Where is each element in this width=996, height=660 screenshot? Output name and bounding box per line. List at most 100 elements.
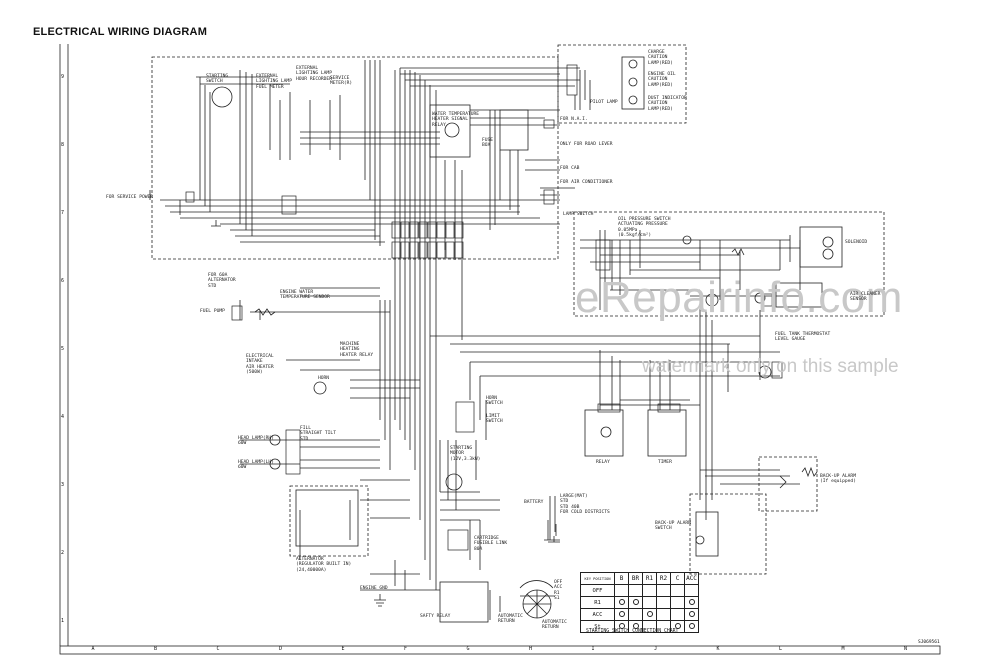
label-timer: TIMER [658, 460, 672, 465]
chart-cell [656, 596, 671, 609]
grid-row-label: 5 [60, 346, 64, 352]
chart-header: BR [628, 572, 643, 585]
grid-row-label: 3 [60, 482, 64, 488]
label-solenoid: SOLENOID [845, 240, 868, 245]
chart-cell [684, 608, 699, 621]
chart-cell [656, 608, 671, 621]
chart-cell [628, 608, 643, 621]
chart-corner: KEY POSITION [580, 572, 615, 585]
label-water-sensor: ENGINE WATER TEMPERATURE SENDOR [280, 290, 330, 301]
chart-header: R1 [642, 572, 657, 585]
label-for-ac: FOR AIR CONDITIONER [560, 180, 613, 185]
grid-row-label: 2 [60, 550, 64, 556]
label-road-lever: ONLY FOR ROAD LEVER [560, 142, 613, 147]
chart-cell [670, 596, 685, 609]
chart-cell [670, 584, 685, 597]
label-safety-relay: SAFTY RELAY [420, 614, 451, 619]
label-relay: RELAY [596, 460, 610, 465]
grid-column-label: A [91, 646, 95, 652]
label-fuel-pump: FUEL PUMP [200, 309, 225, 314]
grid-column-label: H [528, 646, 532, 652]
label-backup-switch: BACK-UP ALARM SWITCH [655, 521, 691, 532]
chart-cell [670, 608, 685, 621]
connection-dot-icon [688, 622, 695, 629]
chart-row: OFF [580, 584, 699, 597]
label-pilot-lamp: PILOT LAMP [590, 100, 618, 105]
chart-row-position: R1 [580, 596, 615, 609]
connection-dot-icon [632, 598, 639, 605]
chart-cell [628, 584, 643, 597]
connection-dot-icon [618, 598, 625, 605]
label-switch-positions: OFF ACC R1 S1 [554, 580, 563, 602]
connection-dot-icon [618, 610, 625, 617]
chart-header: B [614, 572, 629, 585]
label-fuel-thermostat: FUEL TANK THERMOSTAT LEVEL GAUGE [775, 332, 831, 343]
label-service-meter: SERVICE METER(R) [330, 76, 353, 87]
chart-row: R1 [580, 596, 699, 609]
label-head-lamp-rh: HEAD LAMP(RH) 60W [238, 436, 274, 447]
chart-header: C [670, 572, 685, 585]
label-fusible-link: CARTRIDGE FUSIBLE LINK 80A [474, 536, 508, 552]
label-for-cab: FOR CAB [560, 166, 580, 171]
grid-column-label: N [903, 646, 907, 652]
label-heater-relay: MACHINE HEATING HEATER RELAY [340, 342, 374, 358]
label-air-heater: ELECTRICAL INTAKE AIR HEATER (500W) [246, 354, 274, 376]
label-backup-alarm: BACK-UP ALARM (If equipped) [820, 474, 856, 485]
label-hour-recorder: EXTERNAL LIGHTING LAMP HOUR RECORDER [296, 66, 332, 82]
grid-column-label: I [591, 646, 595, 652]
connection-dot-icon [646, 610, 653, 617]
chart-row: ACC [580, 608, 699, 621]
watermark-note: watermark only on this sample [642, 356, 899, 377]
grid-column-label: E [341, 646, 345, 652]
grid-row-label: 7 [60, 210, 64, 216]
label-water-temp-relay: WATER TEMPERATURE HEATER SIGNAL RELAY [432, 112, 480, 128]
label-dust-indicator-lamp: DUST INDICATOR CAUTION LAMP(RED) [648, 96, 687, 112]
label-fuse-box: FUSE BOX [482, 138, 494, 149]
grid-row-label: 9 [60, 74, 64, 80]
chart-cell [614, 596, 629, 609]
chart-header: R2 [656, 572, 671, 585]
connection-dot-icon [688, 598, 695, 605]
grid-row-label: 8 [60, 142, 64, 148]
chart-cell [684, 584, 699, 597]
chart-row-position: ACC [580, 608, 615, 621]
label-tilt: FILL STRAIGHT TILT STD [300, 426, 336, 442]
chart-cell [684, 596, 699, 609]
grid-column-label: L [778, 646, 782, 652]
grid-column-label: K [716, 646, 720, 652]
diagram-title: ELECTRICAL WIRING DIAGRAM [33, 26, 208, 38]
label-battery-size: LARGE(MAT) STD STD 40B FOR COLD DISTRICT… [560, 494, 610, 516]
label-automatic-return-2: AUTOMATIC RETURN [542, 620, 567, 631]
grid-column-label: B [153, 646, 157, 652]
label-air-cleaner-sensor: AIR CLEANER SENSOR [850, 292, 881, 303]
label-head-lamp-lh: HEAD LAMP(LH) 60W [238, 460, 274, 471]
connection-dot-icon [688, 610, 695, 617]
label-horn-switch: HORN SWITCH [486, 396, 503, 407]
label-engine-gnd: ENGINE GND [360, 586, 388, 591]
connection-dot-icon [618, 622, 625, 629]
chart-header: ACC [684, 572, 699, 585]
label-starting-motor: STARTING MOTOR (12V,3.3kW) [450, 446, 481, 462]
chart-cell [642, 584, 657, 597]
grid-column-label: G [466, 646, 470, 652]
document-number: SJ069561 [918, 640, 940, 645]
chart-row: St [580, 620, 699, 633]
label-fuel-meter: EXTERNAL LIGHTING LAMP FUEL METER [256, 74, 292, 90]
label-starting-switch: STARTING SWITCH [206, 74, 229, 85]
label-charge-lamp: CHARGE CAUTION LAMP(RED) [648, 50, 673, 66]
chart-cell [614, 584, 629, 597]
chart-cell [656, 584, 671, 597]
label-horn: HORN [318, 376, 330, 381]
label-limit-switch: LIMIT SWITCH [486, 414, 503, 425]
connection-dot-icon [632, 622, 639, 629]
label-battery: BATTERY [524, 500, 544, 505]
chart-row-position: St [580, 620, 615, 633]
label-for-nai: FOR N.A.I. [560, 117, 588, 122]
chart-row-position: OFF [580, 584, 615, 597]
connection-chart-caption: STARTING SWITCH CONNECTION CHART [586, 629, 679, 634]
chart-cell [628, 596, 643, 609]
label-alternator-60a: FOR 60A ALTERNATOR STD [208, 273, 236, 289]
chart-cell [684, 620, 699, 633]
grid-row-label: 4 [60, 414, 64, 420]
grid-column-label: D [278, 646, 282, 652]
